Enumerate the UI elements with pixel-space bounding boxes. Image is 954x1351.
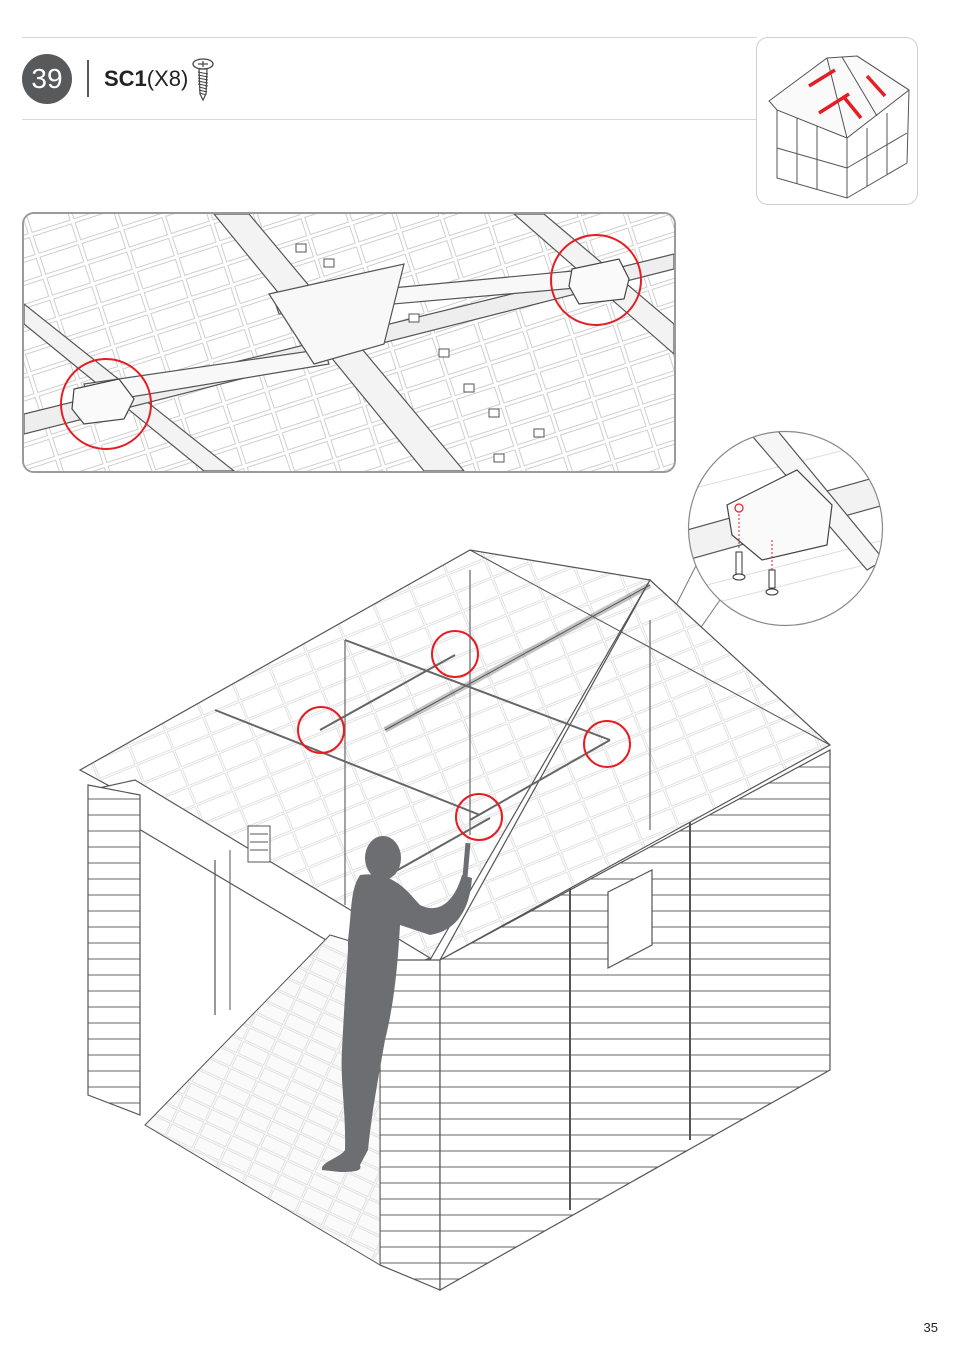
header-divider (87, 60, 89, 97)
screw-icon (191, 58, 215, 102)
page-number: 35 (924, 1320, 938, 1335)
part-quantity: (X8) (147, 66, 189, 91)
part-code: SC1 (104, 66, 147, 91)
part-label: SC1(X8) (104, 66, 188, 92)
step-number-badge: 39 (22, 54, 72, 104)
roof-location-thumbnail (756, 37, 918, 205)
header-rule-top (22, 37, 757, 38)
screw-insertion-detail (687, 430, 884, 627)
step-number: 39 (31, 63, 62, 94)
header-rule-bottom (22, 119, 757, 120)
